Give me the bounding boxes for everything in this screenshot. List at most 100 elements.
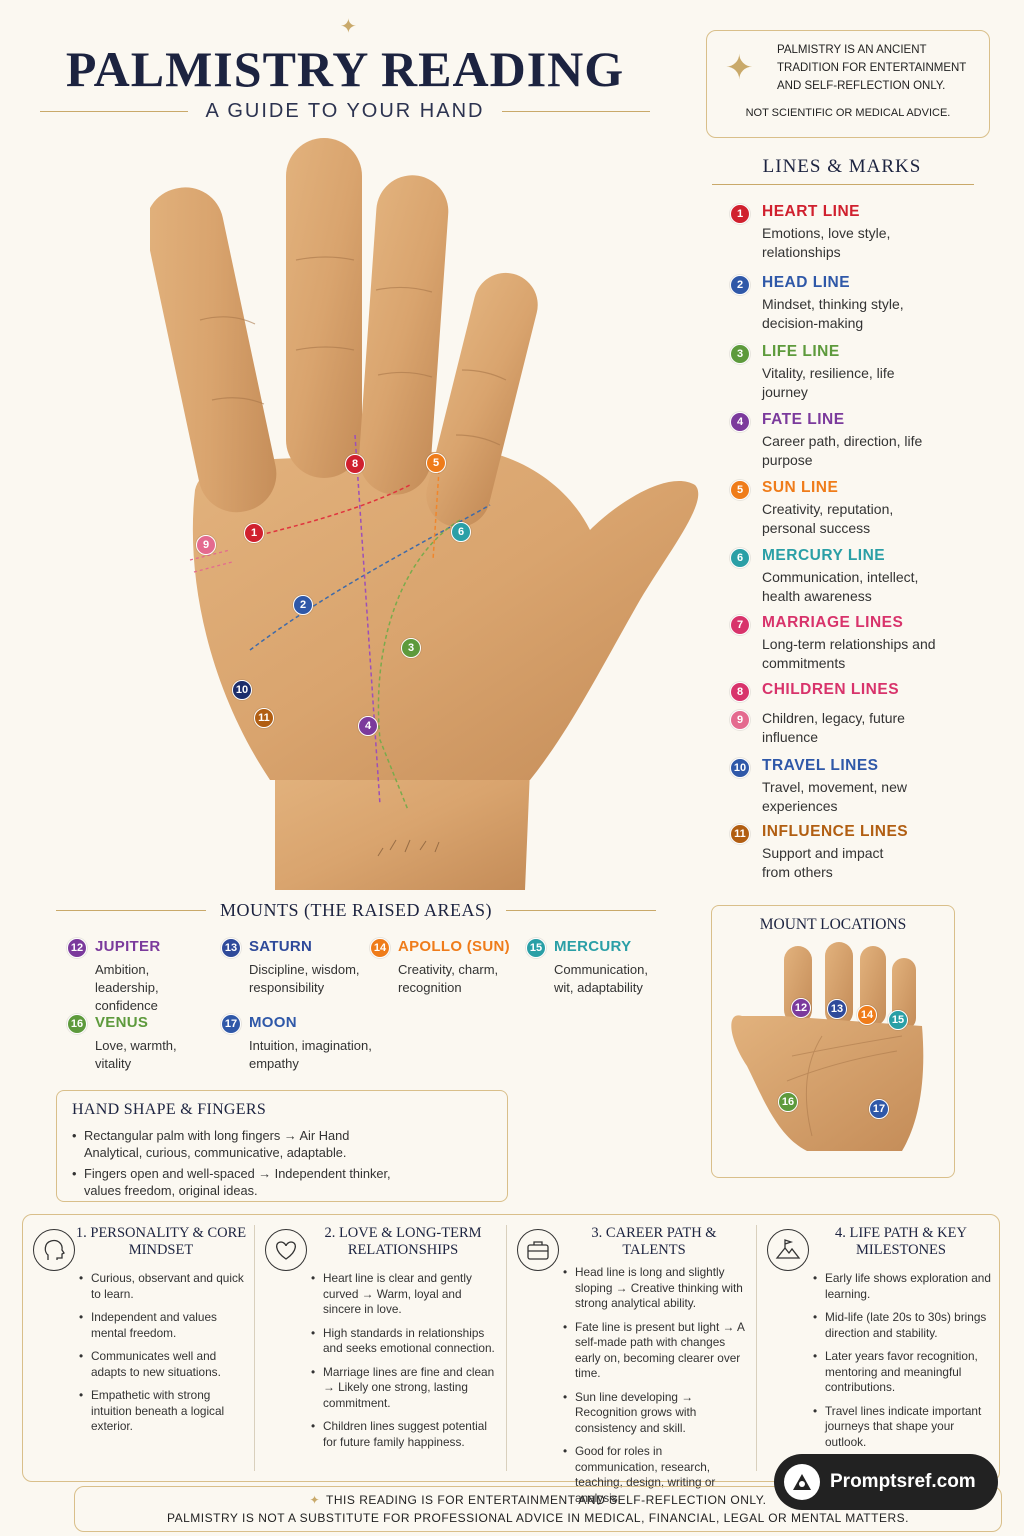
legend-item-mercury-line: 6 MERCURY LINE Communication, intellect,… xyxy=(730,547,1000,606)
hand-marker-badge: 3 xyxy=(401,638,421,658)
mounts-header: MOUNTS (THE RAISED AREAS) xyxy=(56,900,657,921)
number-badge: 17 xyxy=(221,1014,241,1034)
mount-desc: Discipline, wisdom, responsibility xyxy=(249,962,360,995)
hand-shape-list: Rectangular palm with long fingers → Air… xyxy=(72,1127,492,1199)
marker-3: 3 xyxy=(401,638,421,658)
marker-5: 5 xyxy=(426,453,446,473)
legend-item-desc: Mindset, thinking style, decision-making xyxy=(762,296,904,331)
summary-list: Curious, observant and quick to learn. I… xyxy=(79,1271,245,1443)
divider xyxy=(502,111,651,112)
mount-item-moon: 17 MOON Intuition, imagination, empathy xyxy=(221,1014,372,1073)
legend-item-travel-lines: 10 TRAVEL LINES Travel, movement, new ex… xyxy=(730,757,1000,816)
legend-title: LINES & MARKS xyxy=(762,156,922,177)
head-profile-icon xyxy=(33,1229,75,1271)
mount-locations-title: MOUNT LOCATIONS xyxy=(759,916,907,933)
legend-item-heart-line: 1 HEART LINE Emotions, love style, relat… xyxy=(730,203,1000,262)
divider xyxy=(506,910,657,911)
mount-name: MERCURY xyxy=(554,938,632,955)
number-badge: 13 xyxy=(221,938,241,958)
mount-desc: Creativity, charm, recognition xyxy=(398,962,499,995)
summary-column-life-path: 4. LIFE PATH & KEY MILESTONES Early life… xyxy=(757,1215,1001,1481)
number-badge: 1 xyxy=(730,204,750,224)
legend-item-name: INFLUENCE LINES xyxy=(762,823,909,840)
marker-6: 6 xyxy=(451,522,471,542)
legend-item-marriage-lines: 7 MARRIAGE LINES Long-term relationships… xyxy=(730,614,1000,673)
number-badge: 8 xyxy=(730,682,750,702)
list-item: Early life shows exploration and learnin… xyxy=(813,1271,991,1302)
mount-badge-12: 12 xyxy=(791,998,811,1018)
mount-item-saturn: 13 SATURN Discipline, wisdom, responsibi… xyxy=(221,938,361,997)
number-badge: 2 xyxy=(730,275,750,295)
legend-item-name: MERCURY LINE xyxy=(762,547,886,564)
divider xyxy=(756,1225,757,1471)
legend-item-name: FATE LINE xyxy=(762,411,845,428)
legend-item-name: CHILDREN LINES xyxy=(762,681,900,698)
disclaimer-subtext: NOT SCIENTIFIC OR MEDICAL ADVICE. xyxy=(745,107,951,119)
marker-9: 9 xyxy=(196,535,216,555)
legend-item-name: HEAD LINE xyxy=(762,274,851,291)
hand-marker-badge: 8 xyxy=(345,454,365,474)
mount-locations-box: MOUNT LOCATIONS 12 13 14 15 16 17 xyxy=(711,905,955,1178)
summary-list: Early life shows exploration and learnin… xyxy=(813,1271,991,1458)
legend-item-desc: Children, legacy, future influence xyxy=(762,710,905,745)
list-item: Empathetic with strong intuition beneath… xyxy=(79,1388,245,1435)
number-badge: 6 xyxy=(730,548,750,568)
legend-item-name: SUN LINE xyxy=(762,479,839,496)
legend-item-name: MARRIAGE LINES xyxy=(762,614,904,631)
legend-item-children-lines: 8 CHILDREN LINES xyxy=(730,681,1000,702)
list-item: Fate line is present but light → A self-… xyxy=(563,1320,747,1382)
hand-marker-badge: 4 xyxy=(358,716,378,736)
legend-item-name: TRAVEL LINES xyxy=(762,757,879,774)
legend-item-desc: Travel, movement, new experiences xyxy=(762,779,907,814)
hand-marker-badge: 6 xyxy=(451,522,471,542)
mount-badge-16: 16 xyxy=(778,1092,798,1112)
legend-item-sun-line: 5 SUN LINE Creativity, reputation, perso… xyxy=(730,479,1000,538)
number-badge: 4 xyxy=(730,412,750,432)
mount-badge-13: 13 xyxy=(827,999,847,1019)
list-item: Later years favor recognition, mentoring… xyxy=(813,1349,991,1396)
watermark-badge[interactable]: Promptsref.com xyxy=(774,1454,998,1510)
hand-illustration: 1 2 3 4 5 6 8 9 10 11 xyxy=(145,130,710,890)
footer-disclaimer: ✦THIS READING IS FOR ENTERTAINMENT AND S… xyxy=(74,1486,1002,1532)
disclaimer-text: PALMISTRY IS AN ANCIENT TRADITION FOR EN… xyxy=(777,44,967,92)
mount-item-jupiter: 12 JUPITER Ambition, leadership, confide… xyxy=(67,938,207,1015)
list-item: Rectangular palm with long fingers → Air… xyxy=(72,1127,372,1161)
number-badge: 12 xyxy=(67,938,87,958)
briefcase-icon xyxy=(517,1229,559,1271)
mount-item-apollo: 14 APOLLO (SUN) Creativity, charm, recog… xyxy=(370,938,510,997)
mount-desc: Ambition, leadership, confidence xyxy=(95,962,159,1013)
list-item: Marriage lines are fine and clean → Like… xyxy=(311,1365,497,1412)
mount-item-venus: 16 VENUS Love, warmth, vitality xyxy=(67,1014,207,1073)
mount-name: SATURN xyxy=(249,938,313,955)
list-item: Children lines suggest potential for fut… xyxy=(311,1419,497,1450)
hand-marker-badge: 10 xyxy=(232,680,252,700)
summary-column-career: 3. CAREER PATH & TALENTS Head line is lo… xyxy=(507,1215,757,1505)
divider xyxy=(506,1225,507,1471)
legend-item-influence-lines: 11 INFLUENCE LINES Support and impact fr… xyxy=(730,823,1000,882)
mount-badge-17: 17 xyxy=(869,1099,889,1119)
summary-title: 4. LIFE PATH & KEY MILESTONES xyxy=(835,1225,967,1258)
footer-line-1-text: THIS READING IS FOR ENTERTAINMENT AND SE… xyxy=(326,1493,767,1507)
legend-item-desc: Vitality, resilience, life journey xyxy=(762,365,895,400)
summary-column-personality: 1. PERSONALITY & CORE MINDSET Curious, o… xyxy=(23,1215,255,1481)
hand-marker-badge: 5 xyxy=(426,453,446,473)
mounts-title: MOUNTS (THE RAISED AREAS) xyxy=(220,900,493,920)
list-item: Mid-life (late 20s to 30s) brings direct… xyxy=(813,1310,991,1341)
mini-hand-image xyxy=(731,942,924,1151)
divider xyxy=(56,910,206,911)
number-badge: 11 xyxy=(730,824,750,844)
footer-line-2: PALMISTRY IS NOT A SUBSTITUTE FOR PROFES… xyxy=(167,1511,909,1525)
legend-item-desc: Emotions, love style, relationships xyxy=(762,225,891,260)
number-badge: 15 xyxy=(526,938,546,958)
summary-panel: 1. PERSONALITY & CORE MINDSET Curious, o… xyxy=(22,1214,1001,1505)
number-badge: 14 xyxy=(370,938,390,958)
list-item: Curious, observant and quick to learn. xyxy=(79,1271,245,1302)
hand-marker-badge: 11 xyxy=(254,708,274,728)
legend-item-desc: Communication, intellect, health awarene… xyxy=(762,569,919,604)
mount-desc: Intuition, imagination, empathy xyxy=(249,1038,372,1071)
hand-marker-badge: 1 xyxy=(244,523,264,543)
legend-item-desc: Support and impact from others xyxy=(762,845,884,880)
heart-icon xyxy=(265,1229,307,1271)
legend-item-head-line: 2 HEAD LINE Mindset, thinking style, dec… xyxy=(730,274,1000,333)
mount-desc: Communication, wit, adaptability xyxy=(554,962,648,995)
